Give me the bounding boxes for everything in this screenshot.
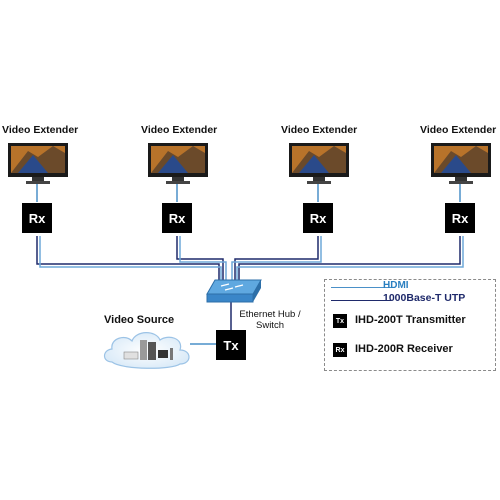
ethernet-switch-icon	[206, 279, 262, 303]
tx-transmitter: Tx	[216, 330, 246, 360]
utp-links	[36, 236, 461, 330]
rx-icon: Rx	[333, 343, 347, 357]
tx-icon: Tx	[333, 314, 347, 328]
cloud-icon	[103, 332, 190, 369]
hdmi-line-swatch	[331, 287, 391, 288]
legend-hdmi-label: HDMI	[383, 280, 409, 291]
tv-monitor-icon	[148, 143, 208, 184]
rx-receiver: Rx	[22, 203, 52, 233]
utp-line-swatch	[331, 300, 391, 301]
legend: HDMI 1000Base-T UTP Tx IHD-200T Transmit…	[324, 279, 496, 371]
legend-utp-label: 1000Base-T UTP	[383, 292, 466, 304]
rx-receiver: Rx	[303, 203, 333, 233]
extender-label: Video Extender	[420, 124, 497, 136]
extender-label: Video Extender	[2, 124, 79, 136]
hub-label: Ethernet Hub / Switch	[239, 309, 301, 331]
hdmi-links	[36, 183, 461, 345]
tv-monitor-icon	[289, 143, 349, 184]
legend-tx-label: IHD-200T Transmitter	[355, 314, 466, 326]
rx-receiver: Rx	[162, 203, 192, 233]
tv-monitor-icon	[8, 143, 68, 184]
extender-label: Video Extender	[141, 124, 218, 136]
extender-label: Video Extender	[281, 124, 358, 136]
video-source-label: Video Source	[104, 314, 175, 326]
legend-rx-label: IHD-200R Receiver	[355, 343, 453, 355]
tv-monitor-icon	[431, 143, 491, 184]
rx-receiver: Rx	[445, 203, 475, 233]
